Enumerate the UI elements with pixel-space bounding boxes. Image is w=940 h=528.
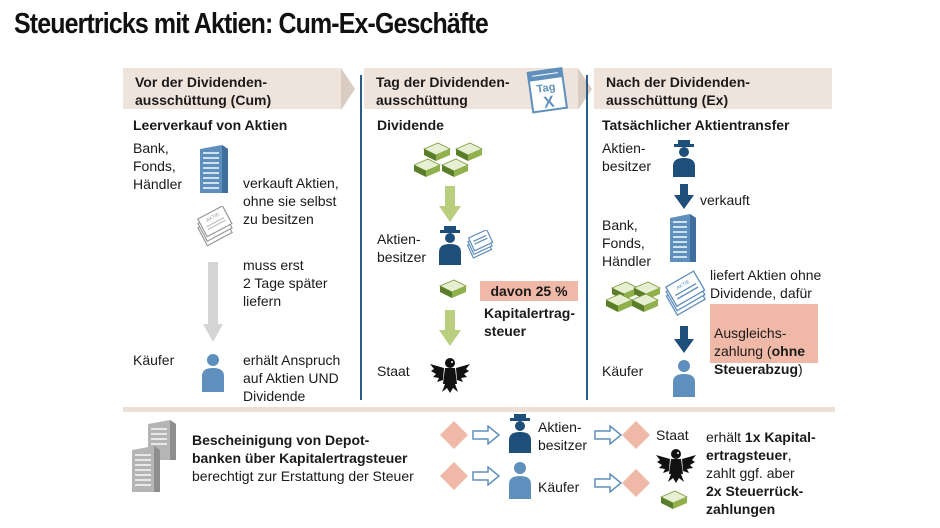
header-col-ex-text: Nach der Dividenden- ausschüttung (Ex) bbox=[606, 74, 750, 108]
share-documents-blue-icon bbox=[466, 230, 494, 259]
header-chevron-1 bbox=[341, 68, 355, 110]
col2-state-label: Staat bbox=[377, 363, 410, 379]
buyer-person-icon-2 bbox=[673, 360, 695, 397]
owner-person-hat-icon-2 bbox=[673, 140, 695, 177]
tax-share-box: davon 25 % bbox=[480, 281, 578, 301]
compensation-text-1: Ausgleichs- zahlung ( bbox=[714, 325, 787, 359]
certificate-title: Bescheinigung von Depot- banken über Kap… bbox=[192, 432, 408, 466]
section-separator bbox=[123, 407, 835, 412]
outline-arrow-right-icon-2 bbox=[594, 425, 622, 445]
col1-actor-label: Bank, Fonds, Händler bbox=[133, 140, 183, 192]
bank-building-icon bbox=[200, 145, 228, 193]
result-text-2: , zahlt ggf. aber bbox=[706, 447, 795, 481]
outline-arrow-right-icon-4 bbox=[594, 473, 622, 493]
dark-arrow-down-icon-2 bbox=[674, 326, 694, 353]
col1-buyer-label: Käufer bbox=[133, 352, 175, 368]
green-arrow-down-icon-2 bbox=[439, 310, 461, 346]
compensation-text-bold: ohne Steuerabzug bbox=[714, 343, 806, 377]
money-bundle-small-icon bbox=[439, 279, 467, 298]
dark-arrow-down-icon bbox=[674, 184, 694, 209]
depot-banks-icon bbox=[132, 420, 176, 492]
compensation-box: Ausgleichs- zahlung (ohne Steuerabzug) bbox=[710, 304, 818, 377]
svg-text:Tag: Tag bbox=[536, 81, 556, 95]
state-result-text: erhält 1x Kapital- ertragsteuer, zahlt g… bbox=[706, 428, 816, 518]
money-bundle-icon-bottom bbox=[660, 490, 688, 509]
col3-subtitle: Tatsächlicher Aktientransfer bbox=[602, 117, 790, 133]
federal-eagle-icon bbox=[430, 358, 470, 393]
header-chevron-2 bbox=[578, 68, 592, 110]
column-divider-2 bbox=[586, 75, 588, 400]
page-title: Steuertricks mit Aktien: Cum-Ex-Geschäft… bbox=[14, 8, 489, 40]
certificate-text: berechtigt zur Erstattung der Steuer bbox=[192, 468, 414, 484]
result-text-1: erhält bbox=[706, 429, 745, 445]
flow-buyer-label: Käufer bbox=[538, 479, 580, 495]
col1-buyer-text: erhält Anspruch auf Aktien UND Dividende bbox=[243, 352, 341, 404]
col3-buyer-label: Käufer bbox=[602, 363, 644, 379]
money-bundles-icon-2 bbox=[606, 281, 661, 312]
col2-owner-label: Aktien- besitzer bbox=[377, 231, 427, 265]
col3-delivers-text: liefert Aktien ohne Dividende, dafür bbox=[710, 267, 822, 301]
header-col-ex: Nach der Dividenden- ausschüttung (Ex) bbox=[594, 68, 832, 109]
money-bundles-icon bbox=[414, 142, 483, 177]
owner-person-hat-icon-3 bbox=[509, 414, 531, 453]
share-documents-grey-icon: AKTIE bbox=[196, 206, 233, 247]
outline-arrow-right-icon-3 bbox=[472, 466, 500, 486]
salmon-diamond-icon-2 bbox=[622, 421, 650, 449]
green-arrow-down-icon bbox=[439, 186, 461, 222]
header-col-cum: Vor der Dividenden- ausschüttung (Cum) bbox=[123, 68, 341, 109]
owner-person-hat-icon bbox=[439, 226, 461, 265]
salmon-diamond-icon-3 bbox=[440, 462, 468, 490]
header-col-day-text: Tag der Dividenden- ausschüttung bbox=[376, 74, 510, 108]
salmon-diamond-icon-4 bbox=[622, 469, 650, 497]
svg-text:X: X bbox=[543, 93, 556, 111]
header-col-cum-text: Vor der Dividenden- ausschüttung (Cum) bbox=[135, 74, 272, 108]
outline-arrow-right-icon-1 bbox=[472, 425, 500, 445]
flow-owner-label: Aktien- besitzer bbox=[538, 419, 588, 453]
tax-label: Kapitalertrag- steuer bbox=[484, 305, 576, 339]
federal-eagle-icon-2 bbox=[656, 449, 696, 483]
col3-owner-label: Aktien- besitzer bbox=[602, 140, 652, 174]
bank-building-icon-2 bbox=[670, 214, 696, 262]
buyer-person-icon-3 bbox=[509, 462, 531, 499]
column-divider-1 bbox=[360, 75, 362, 400]
col3-bank-label: Bank, Fonds, Händler bbox=[602, 217, 652, 269]
col3-sells-text: verkauft bbox=[700, 192, 750, 208]
bottom-state-label: Staat bbox=[656, 427, 689, 443]
grey-arrow-down-icon bbox=[203, 262, 223, 342]
col2-subtitle: Dividende bbox=[377, 117, 444, 133]
col1-subtitle: Leerverkauf von Aktien bbox=[133, 117, 288, 133]
calendar-tag-x-icon: Tag X bbox=[526, 66, 569, 114]
buyer-person-icon bbox=[202, 354, 224, 392]
share-documents-blue-icon-2: AKTIE bbox=[664, 270, 707, 317]
salmon-diamond-icon-1 bbox=[440, 421, 468, 449]
result-text-bold-2: 2x Steuerrück- zahlungen bbox=[706, 483, 804, 517]
col1-step1-text: verkauft Aktien, ohne sie selbst zu besi… bbox=[243, 175, 339, 227]
compensation-text-2: ) bbox=[798, 361, 803, 377]
result-text-bold-1: 1x Kapital- ertragsteuer bbox=[706, 429, 816, 463]
col1-step2-text: muss erst 2 Tage später liefern bbox=[243, 257, 328, 309]
